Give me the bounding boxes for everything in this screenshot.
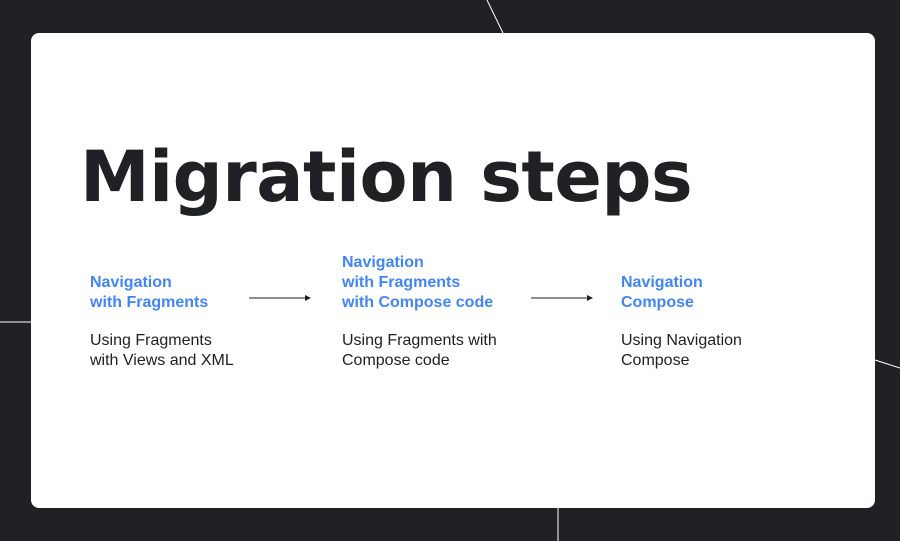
arrow-right-icon xyxy=(249,295,311,301)
step-heading-line: Navigation xyxy=(90,274,172,291)
step-heading-line: Navigation xyxy=(621,274,703,291)
step-heading-line: with Fragments xyxy=(90,294,209,311)
step-description-line: Using Fragments xyxy=(90,332,212,349)
step-heading-line: Compose xyxy=(621,294,694,311)
step-description: Using Fragments with Compose code xyxy=(342,331,497,371)
step-heading-line: with Compose code xyxy=(342,294,494,311)
step-description-line: with Views and XML xyxy=(90,352,234,369)
slide-title: Migration steps xyxy=(80,136,693,218)
decor-line-top xyxy=(486,0,504,34)
step-description: Using Fragments with Views and XML xyxy=(90,331,234,371)
step-heading: Navigation with Fragments xyxy=(90,273,208,313)
step-description-line: Using Fragments with xyxy=(342,332,497,349)
step-heading-line: Navigation xyxy=(342,254,424,271)
slide-card: Migration steps Navigation with Fragment… xyxy=(31,33,875,508)
step-description-line: Compose xyxy=(621,352,690,369)
step-heading-line: with Fragments xyxy=(342,274,461,291)
arrow-right-icon xyxy=(531,295,593,301)
step-heading: Navigation with Fragments with Compose c… xyxy=(342,253,493,313)
decor-line-right xyxy=(874,359,900,369)
step-description: Using Navigation Compose xyxy=(621,331,742,371)
step-heading: Navigation Compose xyxy=(621,273,703,313)
step-description-line: Using Navigation xyxy=(621,332,742,349)
step-description-line: Compose code xyxy=(342,352,450,369)
